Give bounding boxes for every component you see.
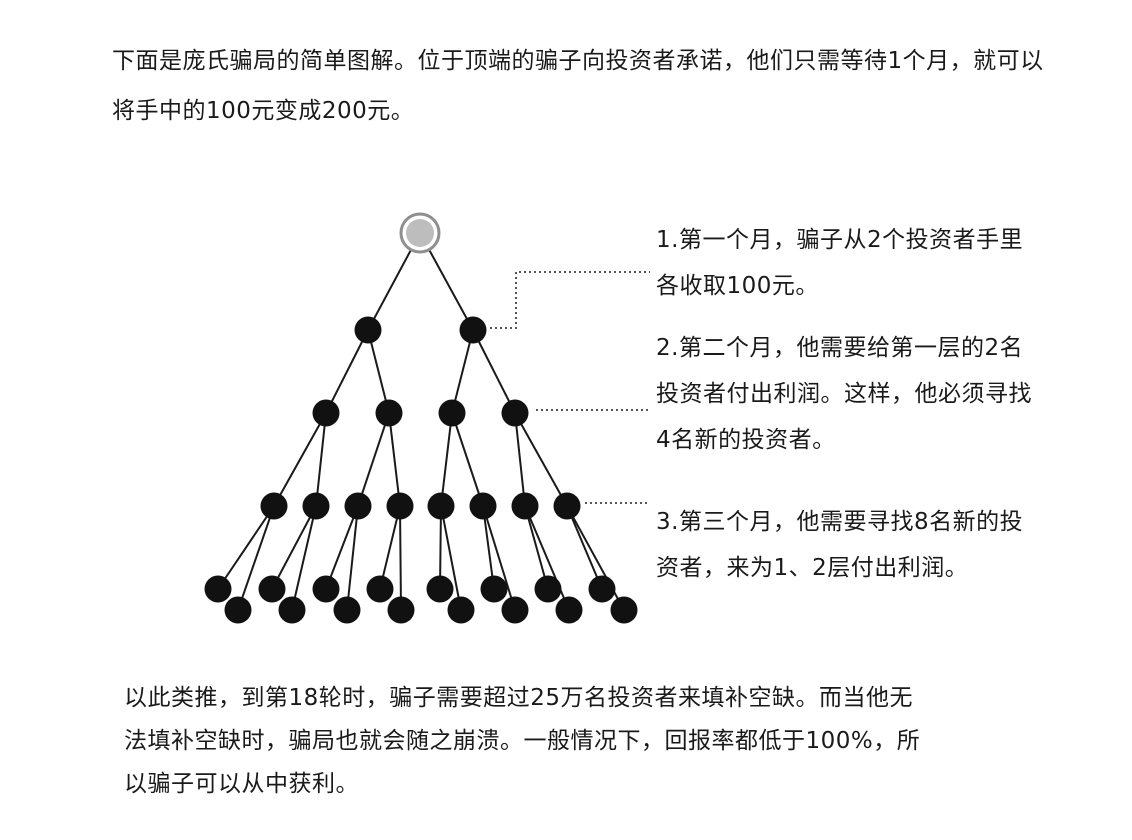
investor-node-l4-15 [588, 575, 616, 603]
investor-node-l4-2 [224, 596, 252, 624]
investor-node-l4-9 [426, 575, 454, 603]
conclusion-text: 以此类推，到第18轮时，骗子需要超过25万名投资者来填补空缺。而当他无法填补空缺… [124, 685, 921, 797]
investor-node-l4-13 [534, 575, 562, 603]
edge-l4-14 [524, 505, 570, 611]
edge-l3-6 [451, 412, 484, 507]
investor-node-l3-5 [427, 492, 455, 520]
edge-l4-13 [524, 505, 549, 590]
investor-node-l3-3 [344, 492, 372, 520]
investor-node-l2-2 [375, 399, 403, 427]
edge-l3-7 [514, 412, 526, 507]
investor-node-l3-8 [553, 492, 581, 520]
edge-l2-3 [451, 329, 474, 414]
investor-node-l4-7 [366, 575, 394, 603]
edge-l4-7 [379, 505, 401, 590]
pyramid-edges [217, 232, 625, 611]
edge-l4-3 [271, 505, 317, 590]
edge-l3-8 [514, 412, 568, 507]
edge-l4-5 [325, 505, 359, 590]
investor-node-l3-2 [302, 492, 330, 520]
investor-node-l4-5 [312, 575, 340, 603]
investor-node-l1-2 [459, 316, 487, 344]
edge-l4-12 [482, 505, 516, 611]
investor-node-l1-1 [354, 316, 382, 344]
investor-node-l4-3 [258, 575, 286, 603]
pyramid-nodes [204, 212, 638, 624]
investor-node-l3-6 [469, 492, 497, 520]
investor-node-l4-12 [501, 596, 529, 624]
edge-l2-2 [367, 329, 390, 414]
edge-l3-3 [357, 412, 390, 507]
edge-l2-1 [325, 329, 369, 414]
edge-l3-1 [273, 412, 327, 507]
edge-l4-15 [566, 505, 603, 590]
investor-node-l4-11 [480, 575, 508, 603]
investor-node-l4-8 [387, 596, 415, 624]
step-1-text: 1.第一个月，骗子从2个投资者手里各收取100元。 [656, 227, 1024, 299]
step-3-text: 3.第三个月，他需要寻找8名新的投资者，来为1、2层付出利润。 [656, 509, 1024, 581]
edge-l4-4 [291, 505, 317, 611]
edge-l4-8 [399, 505, 402, 611]
leader-lines [490, 271, 650, 504]
step-2-text: 2.第二个月，他需要给第一层的2名投资者付出利润。这样，他必须寻找4名新的投资者… [656, 335, 1032, 453]
investor-node-l4-16 [610, 596, 638, 624]
edge-l4-6 [346, 505, 359, 611]
edge-l4-1 [217, 505, 275, 590]
investor-node-l2-3 [438, 399, 466, 427]
edge-l3-5 [440, 412, 453, 507]
edge-l3-2 [315, 412, 327, 507]
investor-node-l3-1 [260, 492, 288, 520]
edge-l4-10 [440, 505, 462, 611]
edge-l4-11 [482, 505, 495, 590]
edge-l3-4 [388, 412, 401, 507]
investor-node-l3-4 [386, 492, 414, 520]
scammer-node [406, 219, 434, 247]
investor-node-l4-1 [204, 575, 232, 603]
investor-node-l4-4 [278, 596, 306, 624]
leader-line-step-1 [490, 271, 650, 329]
investor-node-l2-4 [501, 399, 529, 427]
investor-node-l3-7 [511, 492, 539, 520]
investor-node-l4-10 [447, 596, 475, 624]
investor-node-l2-1 [312, 399, 340, 427]
edge-l4-2 [237, 505, 275, 611]
edge-l2-4 [472, 329, 516, 414]
investor-node-l4-14 [555, 596, 583, 624]
intro-text: 下面是庞氏骗局的简单图解。位于顶端的骗子向投资者承诺，他们只需等待1个月，就可以… [112, 48, 1044, 124]
edge-l4-9 [439, 505, 442, 590]
investor-node-l4-6 [333, 596, 361, 624]
